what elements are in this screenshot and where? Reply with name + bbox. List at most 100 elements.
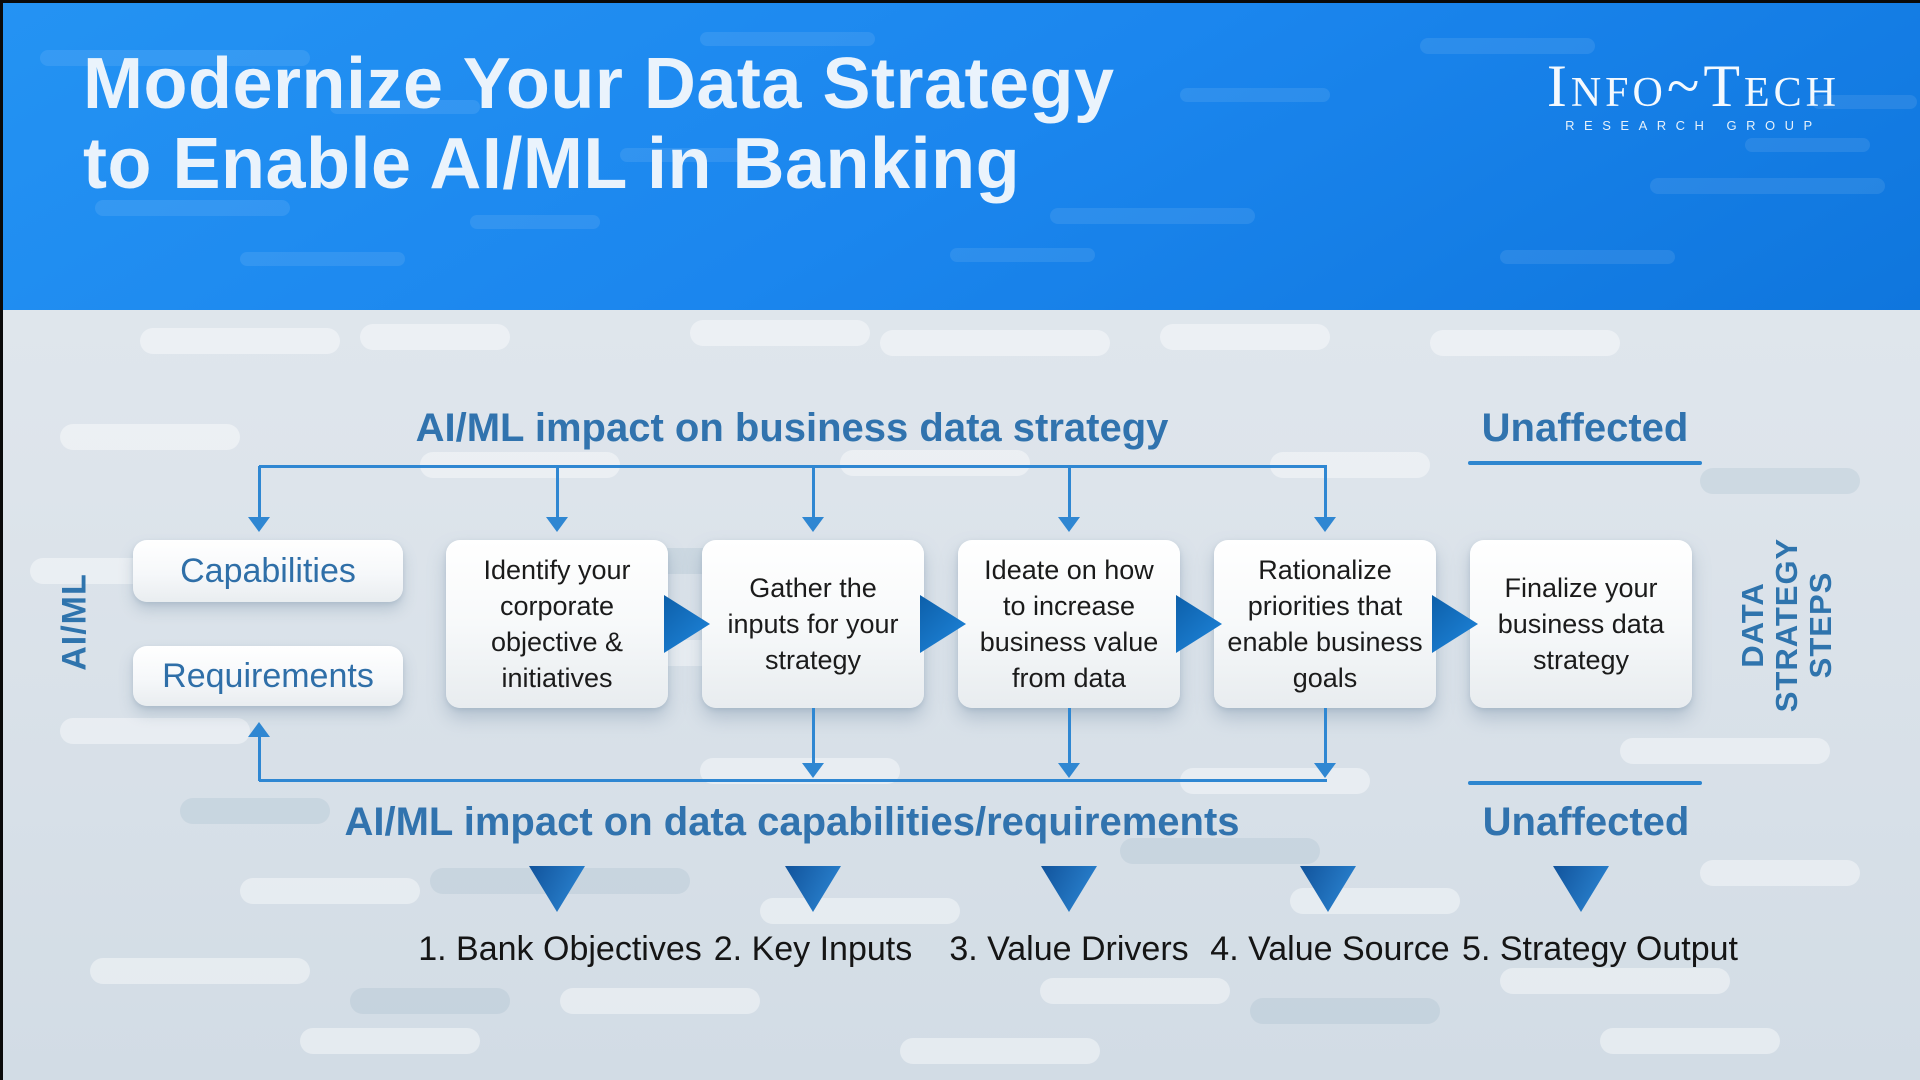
background-pill xyxy=(700,32,875,46)
top-arrow-line-step2 xyxy=(812,466,815,518)
down-arrowhead-icon xyxy=(1058,763,1080,778)
background-pill xyxy=(620,148,745,162)
step-label-3: 3. Value Drivers xyxy=(949,930,1189,968)
background-pill xyxy=(240,878,420,904)
background-pill xyxy=(1290,888,1460,914)
background-pill xyxy=(560,988,760,1014)
top-arrow-line-capabilities xyxy=(258,466,261,518)
background-pill xyxy=(60,718,250,744)
background-pill xyxy=(60,424,240,450)
step-label-1: 1. Bank Objectives xyxy=(418,930,702,968)
down-arrowhead-icon xyxy=(1314,517,1336,532)
background-pill xyxy=(840,450,1030,476)
background-pill xyxy=(140,328,340,354)
bottom-unaffected-overline xyxy=(1468,781,1702,785)
background-pill xyxy=(1600,1028,1780,1054)
right-axis-label-line3: STEPS xyxy=(1803,571,1838,679)
capabilities-box-label: Capabilities xyxy=(180,551,356,590)
background-pill xyxy=(1500,250,1675,264)
infotech-logo-subtext: RESEARCH GROUP xyxy=(1565,118,1822,133)
down-arrowhead-icon xyxy=(546,517,568,532)
background-pill xyxy=(240,252,405,266)
background-pill xyxy=(1700,860,1860,886)
top-arrow-line-step4 xyxy=(1324,466,1327,518)
background-pill xyxy=(1620,738,1830,764)
step-label-2: 2. Key Inputs xyxy=(713,930,913,968)
top-arrow-line-step1 xyxy=(556,466,559,518)
top-unaffected-label: Unaffected xyxy=(1481,406,1689,450)
background-pill xyxy=(40,50,310,66)
step-label-5: 5. Strategy Output xyxy=(1462,930,1738,968)
infotech-wordmark: Info~Tech xyxy=(1546,53,1840,119)
background-pill xyxy=(350,988,510,1014)
bottom-stub-line-step4 xyxy=(1324,708,1327,766)
page-title: Modernize Your Data Strategy to Enable A… xyxy=(83,44,1115,204)
bottom-up-arrow-line xyxy=(258,735,261,781)
top-flow-label: AI/ML impact on business data strategy xyxy=(415,406,1169,450)
step-box-2-text: Gather the inputs for your strategy xyxy=(727,573,899,675)
background-pill xyxy=(330,100,480,114)
background-pill xyxy=(300,1028,480,1054)
background-pill xyxy=(1812,95,1917,109)
background-pill xyxy=(1180,88,1330,102)
background-pill xyxy=(1700,468,1860,494)
background-pill xyxy=(180,798,330,824)
step-label-4: 4. Value Source xyxy=(1210,930,1450,968)
page-title-line1: Modernize Your Data Strategy xyxy=(83,44,1115,124)
background-pill xyxy=(1420,38,1595,54)
background-pill xyxy=(900,1038,1100,1064)
bottom-stub-line-step3 xyxy=(1068,708,1071,766)
background-pill xyxy=(1650,178,1885,194)
down-arrowhead-icon xyxy=(248,517,270,532)
background-pill xyxy=(90,958,310,984)
step-box-5: Finalize your business data strategy xyxy=(1470,540,1692,708)
step-box-1-text: Identify your corporate objective & init… xyxy=(483,555,631,693)
requirements-box: Requirements xyxy=(133,646,403,706)
header-banner: Modernize Your Data Strategy to Enable A… xyxy=(0,0,1920,310)
background-pill xyxy=(95,200,290,216)
background-pill xyxy=(1250,998,1440,1024)
left-axis-label: AI/ML xyxy=(55,573,94,671)
background-pill xyxy=(1050,208,1255,224)
bottom-flow-label: AI/ML impact on data capabilities/requir… xyxy=(344,800,1240,844)
top-unaffected-underline xyxy=(1468,461,1702,465)
down-arrowhead-icon xyxy=(1314,763,1336,778)
right-axis-label-line1: DATA xyxy=(1735,582,1770,668)
background-pill xyxy=(1745,138,1870,152)
requirements-box-label: Requirements xyxy=(162,656,374,695)
step-box-1: Identify your corporate objective & init… xyxy=(446,540,668,708)
capabilities-box: Capabilities xyxy=(133,540,403,602)
background-pill xyxy=(760,898,960,924)
infotech-logo: Info~Tech RESEARCH GROUP xyxy=(1546,53,1840,133)
step-box-3-text: Ideate on how to increase business value… xyxy=(979,555,1159,693)
background-pill xyxy=(1040,978,1230,1004)
background-pill xyxy=(1120,838,1320,864)
step-box-5-text: Finalize your business data strategy xyxy=(1497,573,1665,675)
bottom-bracket-line xyxy=(259,779,1327,782)
background-pill xyxy=(950,248,1095,262)
screenshot-left-edge xyxy=(0,0,3,1080)
background-pill xyxy=(1430,330,1620,356)
background-pill xyxy=(1500,968,1730,994)
page-title-line2: to Enable AI/ML in Banking xyxy=(83,124,1021,204)
bottom-unaffected-label: Unaffected xyxy=(1482,800,1690,844)
background-pill xyxy=(690,320,870,346)
step-marker-icon xyxy=(1553,866,1609,912)
down-arrowhead-icon xyxy=(802,763,824,778)
step-box-4-text: Rationalize priorities that enable busin… xyxy=(1227,555,1423,693)
down-arrowhead-icon xyxy=(1058,517,1080,532)
background-pill xyxy=(470,215,600,229)
bottom-stub-line-step2 xyxy=(812,708,815,766)
screenshot-top-edge xyxy=(0,0,1920,3)
step-box-4: Rationalize priorities that enable busin… xyxy=(1214,540,1436,708)
top-bracket-line xyxy=(259,465,1327,468)
right-axis-label-line2: STRATEGY xyxy=(1769,537,1804,713)
right-axis-label: DATA STRATEGY STEPS xyxy=(1735,537,1838,713)
background-pill xyxy=(880,330,1110,356)
up-arrowhead-icon xyxy=(248,722,270,737)
step-marker-icon xyxy=(1041,866,1097,912)
top-arrow-line-step3 xyxy=(1068,466,1071,518)
step-box-2: Gather the inputs for your strategy xyxy=(702,540,924,708)
background-pill xyxy=(1160,324,1330,350)
